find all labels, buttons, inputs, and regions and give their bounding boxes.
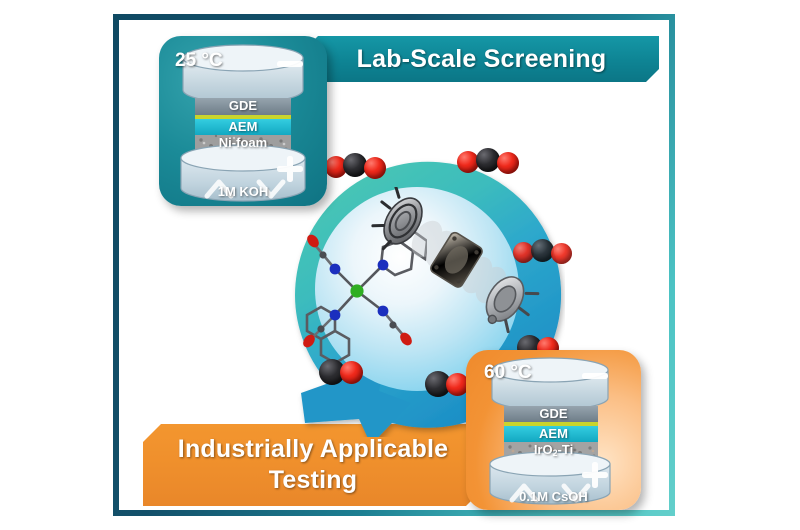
molecule-co2	[513, 237, 573, 267]
molecule-co	[319, 357, 365, 389]
figure-canvas: Lab-Scale Screening Industrially Applica…	[119, 20, 669, 510]
banner-industrially-applicable-testing: Industrially Applicable Testing	[143, 424, 483, 506]
industrial-cell-card: 60 °C GDE AEM IrO2-Ti 0.1M CsOH	[466, 350, 641, 510]
molecule-co2	[457, 147, 519, 177]
anode-plus-icon	[277, 156, 303, 182]
molecule-co2	[325, 151, 387, 181]
industrial-cell-stack-icon	[489, 357, 611, 505]
electrolyzer-hardware-icon	[371, 187, 540, 334]
banner-bottom-lines: Industrially Applicable Testing	[178, 434, 448, 496]
molecule-co	[425, 369, 471, 401]
banner-lab-scale-screening: Lab-Scale Screening	[304, 36, 659, 82]
cathode-minus-icon	[277, 61, 303, 67]
lab-cell-stack-icon	[180, 44, 306, 202]
iro2ti-tail: -Ti	[557, 442, 574, 457]
lab-cell-layer-nifoam: Ni-foam	[218, 135, 268, 150]
iro2ti-subscript: 2	[552, 448, 558, 459]
lab-cell-temperature: 25 °C	[175, 50, 223, 71]
industrial-cell-layer-iro2ti: IrO2-Ti	[466, 442, 641, 458]
industrial-cell-layer-aem: AEM	[539, 426, 568, 441]
banner-top-label: Lab-Scale Screening	[356, 44, 607, 73]
lab-cell-layer-gde: GDE	[228, 98, 258, 113]
lab-cell-electrolyte: 1M KOH	[217, 184, 269, 199]
industrial-cell-electrolyte: 0.1M CsOH	[519, 489, 588, 504]
figure-frame: Lab-Scale Screening Industrially Applica…	[113, 14, 675, 516]
banner-bottom-label-line2: Testing	[268, 466, 358, 494]
banner-bottom-label-line1: Industrially Applicable	[177, 435, 449, 463]
anode-plus-icon	[582, 462, 608, 488]
industrial-cell-temperature: 60 °C	[484, 362, 532, 383]
lab-cell-layer-aem: AEM	[228, 119, 258, 134]
lab-scale-cell-card: 25 °C GDE AEM Ni-foam 1M KOH	[159, 36, 327, 206]
iro2ti-base: IrO	[533, 442, 553, 457]
cathode-minus-icon	[582, 373, 608, 379]
industrial-cell-layer-gde: GDE	[539, 406, 568, 421]
